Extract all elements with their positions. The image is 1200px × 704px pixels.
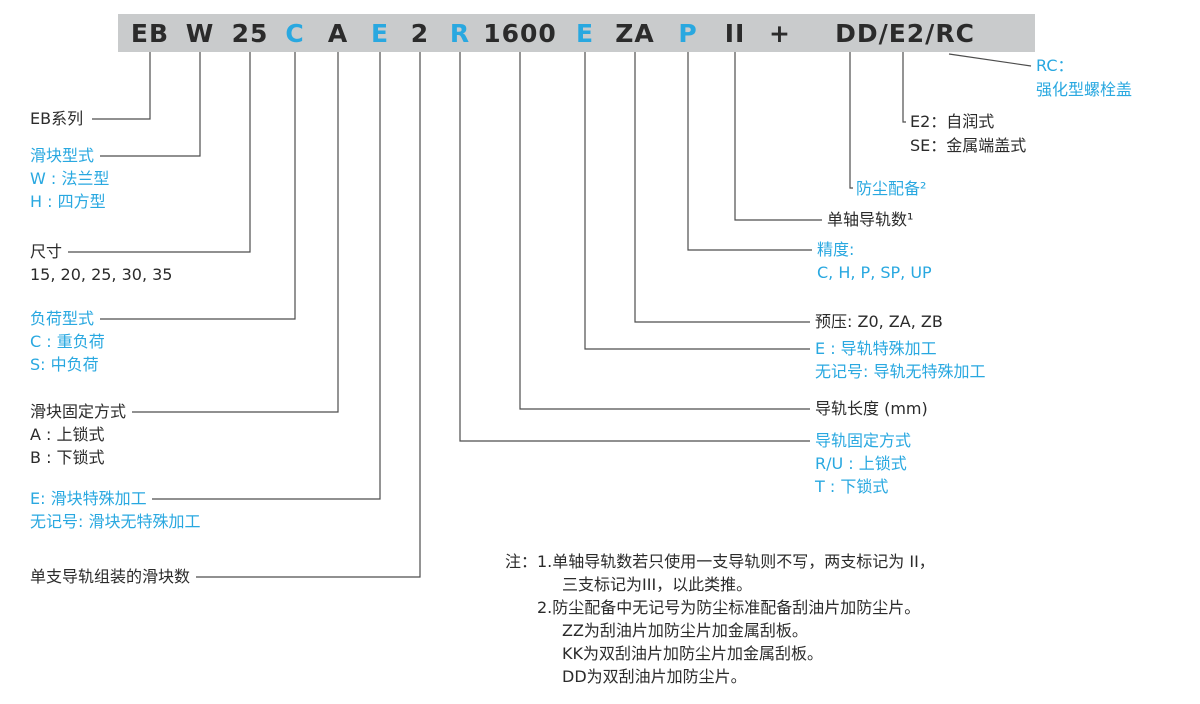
code-segment-rail-count: II (724, 19, 746, 48)
label-rail-mounting: 导轨固定方式 R/U : 上锁式 T : 下锁式 (815, 429, 911, 498)
label-block-count: 单支导轨组装的滑块数 (30, 565, 190, 588)
label-block-type: 滑块型式 W : 法兰型 H : 四方型 (30, 144, 109, 213)
code-segment-rail-length: 1600 (483, 19, 557, 48)
connector-block-mounting (132, 52, 339, 413)
label-rail-special: E : 导轨特殊加工 无记号: 导轨无特殊加工 (815, 337, 985, 383)
label-rail-length: 导轨长度 (mm) (815, 397, 928, 420)
connector-load-type (100, 52, 296, 320)
code-segment-block-special: E (370, 19, 390, 48)
connector-series (92, 52, 151, 120)
label-block-mounting-title: 滑块固定方式 (30, 402, 127, 421)
label-bolt-cover-line1: RC： (1036, 56, 1074, 75)
code-segment-series: EB (130, 19, 170, 48)
connector-rail-length (519, 52, 810, 410)
connector-block-count (196, 52, 421, 578)
connector-end-cap (902, 52, 906, 123)
label-rail-mounting-option-ru: R/U : 上锁式 (815, 454, 907, 473)
label-rail-count: 单轴导轨数¹ (827, 208, 913, 231)
footnote-line-6: DD为双刮油片加防尘片。 (562, 667, 747, 686)
connector-bolt-cover (948, 53, 1032, 67)
label-load-type-option-s: S: 中负荷 (30, 355, 99, 374)
code-segment-precision: P (678, 19, 698, 48)
label-block-special: E: 滑块特殊加工 无记号: 滑块无特殊加工 (30, 487, 200, 533)
label-end-cap-line-e2: E2：自润式 (910, 112, 995, 131)
code-segment-dust-options: DD/E2/RC (835, 19, 975, 48)
connector-size (68, 52, 251, 253)
label-preload-title: 预压: Z0, ZA, ZB (815, 312, 943, 331)
footnotes: 注：1.单轴导轨数若只使用一支导轨则不写，两支标记为 II， 三支标记为III，… (505, 550, 935, 688)
label-precision: 精度: C, H, P, SP, UP (817, 238, 932, 284)
label-block-type-title: 滑块型式 (30, 146, 95, 165)
label-series-title: EB系列 (30, 109, 84, 128)
label-dust-protection: 防尘配备² (856, 177, 926, 200)
label-end-cap-line-se: SE：金属端盖式 (910, 136, 1027, 155)
label-precision-options: C, H, P, SP, UP (817, 263, 932, 282)
label-rail-special-line2: 无记号: 导轨无特殊加工 (815, 362, 986, 381)
footnote-line-1: 注：1.单轴导轨数若只使用一支导轨则不写，两支标记为 II， (505, 552, 935, 571)
connector-rail-mounting (459, 52, 810, 442)
footnote-line-5: KK为双刮油片加防尘片加金属刮板。 (562, 644, 823, 663)
label-dust-protection-title: 防尘配备² (856, 179, 927, 198)
connector-block-special (152, 52, 381, 500)
label-rail-special-line1: E : 导轨特殊加工 (815, 339, 937, 358)
code-segment-block-type: W (185, 19, 215, 48)
connector-dust-protection (849, 52, 853, 189)
label-block-type-option-h: H : 四方型 (30, 192, 106, 211)
code-segment-size: 25 (231, 19, 269, 48)
code-segment-load-type: C (285, 19, 305, 48)
footnote-line-2: 三支标记为III，以此类推。 (562, 575, 753, 594)
label-block-mounting-option-b: B : 下锁式 (30, 448, 105, 467)
connector-block-type (100, 52, 201, 157)
label-block-mounting-option-a: A : 上锁式 (30, 425, 105, 444)
label-load-type: 负荷型式 C : 重负荷 S: 中负荷 (30, 307, 105, 376)
label-bolt-cover-line2: 强化型螺栓盖 (1036, 80, 1133, 99)
label-rail-mounting-option-t: T : 下锁式 (815, 477, 889, 496)
label-rail-mounting-title: 导轨固定方式 (815, 431, 912, 450)
label-size-options: 15, 20, 25, 30, 35 (30, 265, 173, 284)
connector-rail-special (584, 52, 810, 350)
label-rail-length-title: 导轨长度 (mm) (815, 399, 928, 418)
label-bolt-cover: RC： 强化型螺栓盖 (1036, 54, 1132, 102)
model-code-bar (118, 14, 1035, 52)
label-rail-count-title: 单轴导轨数¹ (827, 210, 914, 229)
connector-precision (687, 52, 812, 251)
code-segment-block-count: 2 (410, 19, 430, 48)
label-block-special-line1: E: 滑块特殊加工 (30, 489, 147, 508)
code-segment-rail-mounting: R (449, 19, 471, 48)
label-block-count-title: 单支导轨组装的滑块数 (30, 567, 191, 586)
label-block-special-line2: 无记号: 滑块无特殊加工 (30, 512, 201, 531)
code-segment-block-mounting: A (327, 19, 349, 48)
connector-rail-count (734, 52, 822, 221)
label-load-type-title: 负荷型式 (30, 309, 95, 328)
label-block-mounting: 滑块固定方式 A : 上锁式 B : 下锁式 (30, 400, 126, 469)
label-series: EB系列 (30, 107, 83, 130)
footnote-line-4: ZZ为刮油片加防尘片加金属刮板。 (562, 621, 808, 640)
label-precision-title: 精度: (817, 240, 855, 259)
label-size-title: 尺寸 (30, 242, 63, 261)
label-load-type-option-c: C : 重负荷 (30, 332, 105, 351)
label-preload: 预压: Z0, ZA, ZB (815, 310, 943, 333)
code-segment-preload: ZA (615, 19, 655, 48)
label-end-cap: E2：自润式 SE：金属端盖式 (910, 110, 1026, 158)
connector-preload (634, 52, 810, 323)
footnote-line-3: 2.防尘配备中无记号为防尘标准配备刮油片加防尘片。 (537, 598, 921, 617)
label-block-type-option-w: W : 法兰型 (30, 169, 110, 188)
code-segment-plus: + (769, 19, 791, 48)
code-segment-rail-special: E (575, 19, 595, 48)
label-size: 尺寸 15, 20, 25, 30, 35 (30, 240, 172, 286)
